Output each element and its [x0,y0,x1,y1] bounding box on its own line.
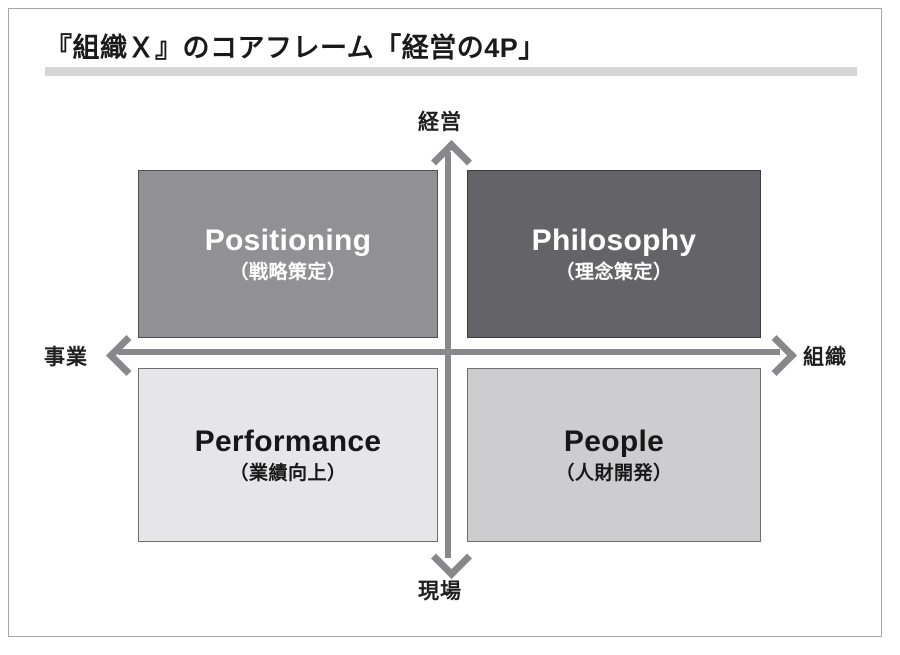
quadrant-philosophy[interactable]: Philosophy （理念策定） [467,170,761,338]
quadrant-performance-title: Performance [194,425,382,459]
quadrant-positioning-title: Positioning [204,224,372,258]
page-title: 『組織Ｘ』のコアフレーム「経営の4P」 [45,33,857,64]
quadrant-performance[interactable]: Performance （業績向上） [138,368,438,542]
quadrant-performance-subtitle: （業績向上） [229,463,347,485]
axis-label-left: 事業 [44,346,88,369]
quadrant-positioning-subtitle: （戦略策定） [229,262,347,284]
quadrant-people-title: People [563,425,665,459]
quadrant-positioning[interactable]: Positioning （戦略策定） [138,170,438,338]
quadrant-philosophy-subtitle: （理念策定） [555,262,673,284]
axis-label-bottom: 現場 [418,580,462,603]
title-underline-bar [45,67,857,76]
page-title-text: 『組織Ｘ』のコアフレーム「経営の4P」 [45,33,546,63]
quadrant-philosophy-title: Philosophy [531,224,697,258]
slide-frame-border [8,8,882,637]
quadrant-people-subtitle: （人財開発） [555,463,673,485]
axis-label-top: 経営 [418,111,462,134]
vertical-axis-line [445,152,451,558]
quadrant-people[interactable]: People （人財開発） [467,368,761,542]
horizontal-axis-line [118,349,780,355]
axis-label-right: 組織 [803,346,847,369]
